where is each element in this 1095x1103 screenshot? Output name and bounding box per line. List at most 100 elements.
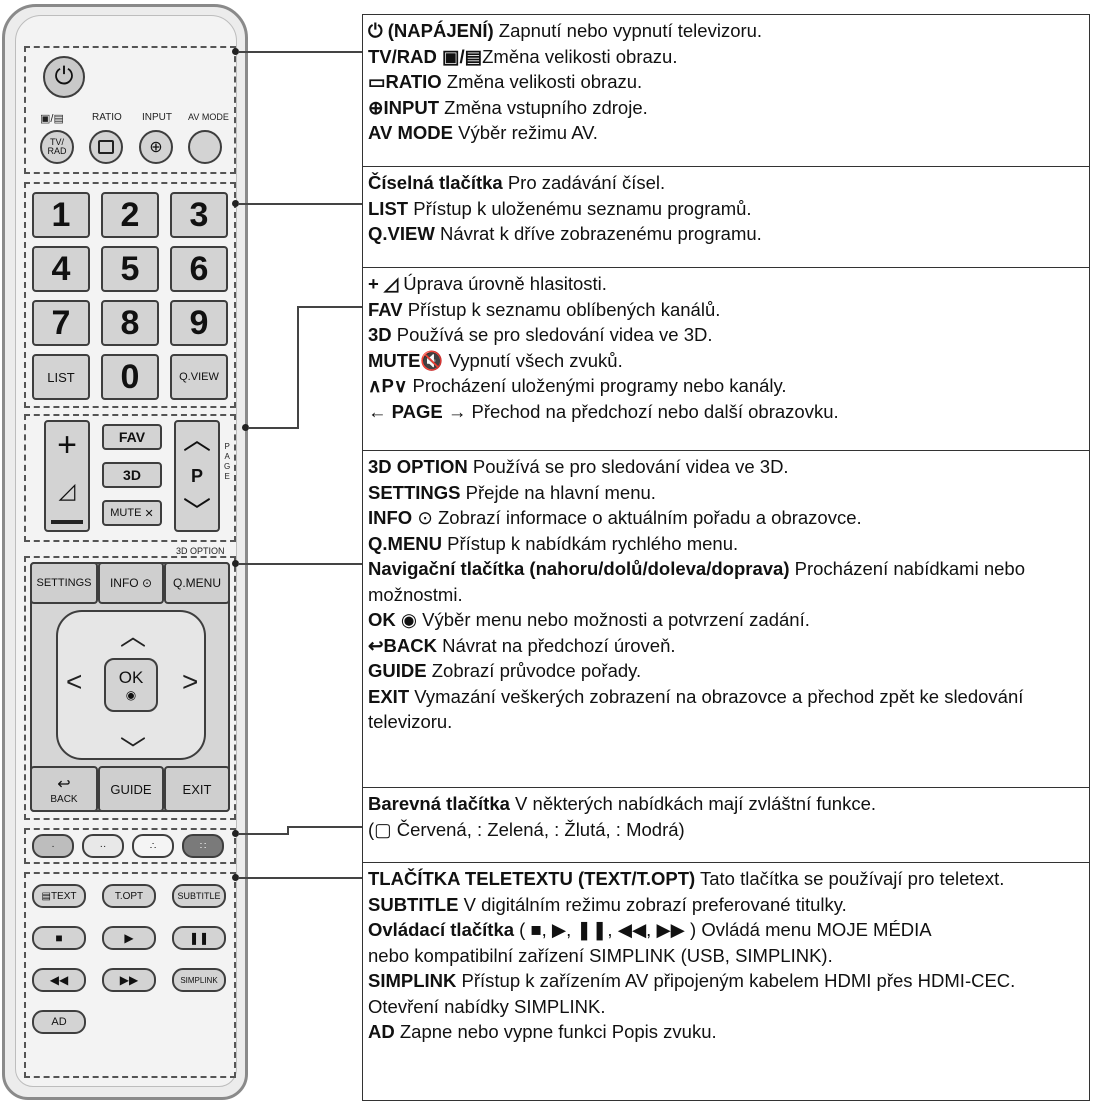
desc-row: Navigační tlačítka (nahoru/dolů/doleva/d… [368,558,1025,605]
chevron-down-icon: ﹀ [182,496,211,527]
input-label: INPUT [142,112,172,123]
volume-icon: ◿ [58,478,76,503]
zone-volume-program [24,414,236,542]
key-2-label: 2 [120,195,140,234]
settings-button[interactable]: SETTINGS [30,562,98,604]
text-label: TEXT [50,890,77,902]
qmenu-button[interactable]: Q.MENU [164,562,230,604]
minus-icon [51,520,83,524]
blue-button[interactable]: ∷ [182,834,224,858]
settings-label: SETTINGS [36,577,92,589]
info-button[interactable]: INFO ⊙ [98,562,164,604]
desc-row: Ovládací tlačítka ( ■, ▶, ❚❚, ◀◀, ▶▶ ) O… [368,919,932,940]
volume-rocker[interactable]: + ◿ [44,420,90,532]
key-2[interactable]: 2 [101,192,159,238]
stop-button[interactable]: ■ [32,926,86,950]
pause-button[interactable]: ❚❚ [172,926,226,950]
key-1[interactable]: 1 [32,192,90,238]
key-5-label: 5 [120,249,140,288]
3d-option-label: 3D OPTION [176,546,225,556]
callout-line-1 [238,51,362,53]
desc-row: TV/RAD ▣/▤Změna velikosti obrazu. [368,45,678,67]
fav-button[interactable]: FAV [102,424,162,450]
key-5[interactable]: 5 [101,246,159,292]
desc-row: ⏻ (NAPÁJENÍ) Zapnutí nebo vypnutí televi… [368,20,763,41]
desc-row: Barevná tlačítka V některých nabídkách m… [368,793,876,814]
nav-right-icon[interactable]: > [182,666,199,697]
zone-power-source [24,46,236,174]
tvrad-icon: ▣/▤ [40,113,64,125]
key-9-label: 9 [189,303,209,342]
input-button[interactable]: ⊕ [139,130,173,164]
callout-line-3c [297,306,362,308]
desc-row: SUBTITLE V digitálním režimu zobrazí pre… [368,893,847,915]
section-color-buttons: Barevná tlačítka V některých nabídkách m… [362,788,1090,863]
section-volume-program: + ◿ Úprava úrovně hlasitosti. FAV Přístu… [362,268,1090,451]
qview-label: Q.VIEW [179,371,219,383]
exit-button[interactable]: EXIT [164,766,230,812]
callout-dot-1 [232,48,239,55]
key-3[interactable]: 3 [170,192,228,238]
ratio-button[interactable] [89,130,123,164]
mute-button[interactable]: MUTE ✕ [102,500,162,526]
callout-dot-5 [232,830,239,837]
nav-left-icon[interactable]: < [66,666,83,697]
section-teletext-media: TLAČÍTKA TELETEXTU (TEXT/T.OPT) Tato tla… [362,863,1090,1101]
desc-row: SIMPLINK Přístup k zařízením AV připojen… [368,970,1016,1017]
yellow-button[interactable]: ∴ [132,834,174,858]
key-3-label: 3 [189,195,209,234]
zone-teletext-media [24,872,236,1078]
ad-button[interactable]: AD [32,1010,86,1034]
plus-icon: + [57,426,77,464]
subtitle-button[interactable]: SUBTITLE [172,884,226,908]
play-button[interactable]: ▶ [102,926,156,950]
power-button[interactable]: ⏻ [43,56,85,98]
nav-up-icon[interactable]: ︿ [120,621,147,651]
desc-row: MUTE🔇 Vypnutí všech zvuků. [368,349,623,371]
red-button[interactable]: · [32,834,74,858]
key-0[interactable]: 0 [101,354,159,400]
rewind-icon: ◀◀ [49,973,69,987]
green-button[interactable]: ·· [82,834,124,858]
desc-row: 3D OPTION Používá se pro sledování videa… [368,456,789,477]
program-rocker[interactable]: ︿ P ﹀ [174,420,220,532]
key-7[interactable]: 7 [32,300,90,346]
qview-button[interactable]: Q.VIEW [170,354,228,400]
guide-button[interactable]: GUIDE [98,766,164,812]
key-8[interactable]: 8 [101,300,159,346]
chevron-up-icon: ︿ [182,424,211,455]
desc-row: AV MODE Výběr režimu AV. [368,122,598,143]
key-9[interactable]: 9 [170,300,228,346]
topt-button[interactable]: T.OPT [102,884,156,908]
tvrad-button[interactable]: TV/ RAD [40,130,74,164]
key-4[interactable]: 4 [32,246,90,292]
desc-row: (▢ Červená, : Zelená, : Žlutá, : Modrá) [368,818,685,840]
3d-button[interactable]: 3D [102,462,162,488]
avmode-button[interactable] [188,130,222,164]
ok-button[interactable]: OK ◉ [104,658,158,712]
callout-line-5b [287,826,289,835]
rewind-button[interactable]: ◀◀ [32,968,86,992]
key-6-label: 6 [189,249,209,288]
subtitle-label: SUBTITLE [177,891,221,901]
nav-down-icon[interactable]: ﹀ [120,735,147,765]
ratio-icon [98,140,114,154]
desc-row: INFO ⊙ Zobrazí informace o aktuálním poř… [368,507,862,528]
tvrad-button-label: TV/ RAD [47,137,67,156]
fastforward-button[interactable]: ▶▶ [102,968,156,992]
list-button[interactable]: LIST [32,354,90,400]
text-button[interactable]: ▤TEXT [32,884,86,908]
play-icon: ▶ [124,931,134,945]
mute-icon: ✕ [141,507,154,520]
desc-row: ← PAGE → Přechod na předchozí nebo další… [368,400,839,422]
mute-label: MUTE [110,507,142,519]
desc-row: LIST Přístup k uloženému seznamu program… [368,197,752,219]
back-label: BACK [50,793,78,805]
key-6[interactable]: 6 [170,246,228,292]
ratio-label: RATIO [92,112,122,123]
back-button[interactable]: ↩ BACK [30,766,98,812]
simplink-button[interactable]: SIMPLINK [172,968,226,992]
zone-navigation [24,556,236,820]
callout-line-6 [238,877,362,879]
zone-color-buttons [24,828,236,864]
